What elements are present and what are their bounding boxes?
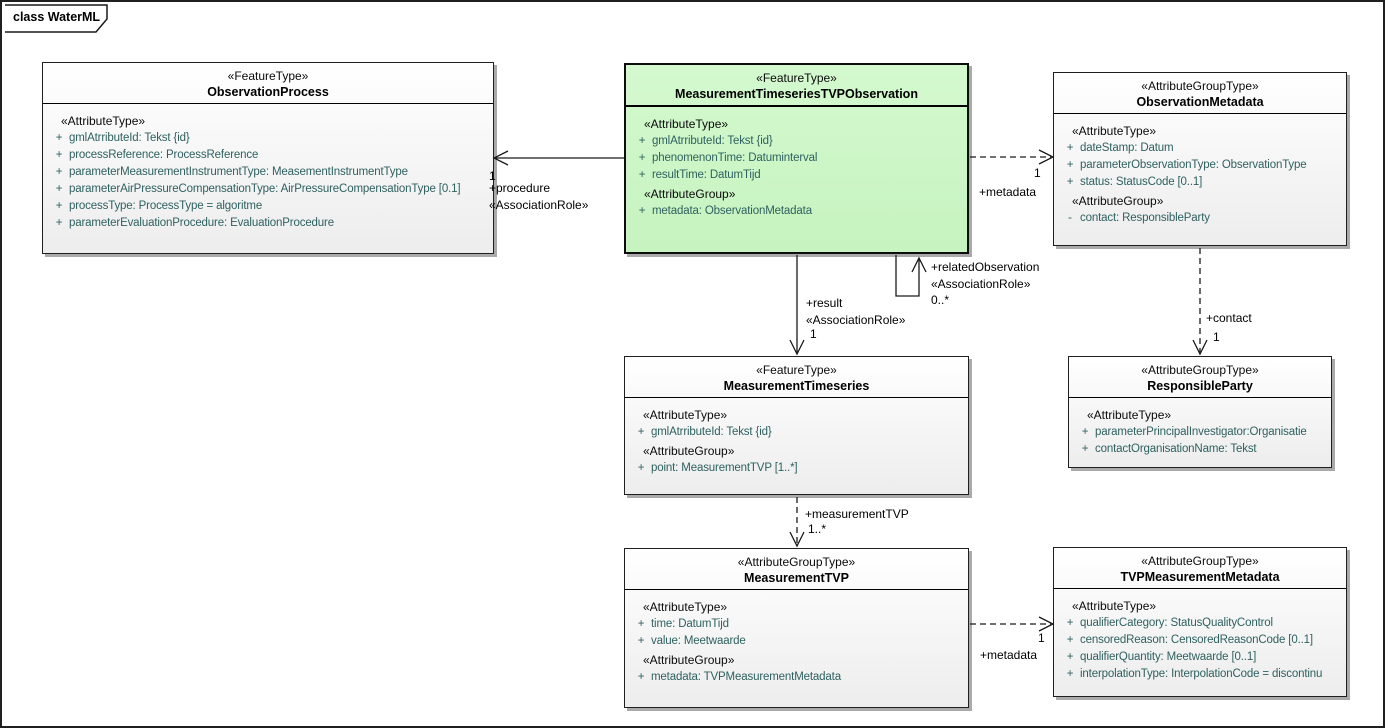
attribute-row: +status: StatusCode [0..1] [1066, 176, 1203, 188]
class-stereotype: «FeatureType» [756, 363, 837, 377]
edge-contact-multiplicity: 1 [1213, 330, 1220, 344]
edge-contact-role: +contact [1206, 311, 1252, 325]
class-name: ObservationMetadata [1136, 95, 1264, 109]
class-header: «FeatureType» ObservationProcess [43, 63, 493, 104]
edge-related-observation-role: +relatedObservation [931, 260, 1040, 274]
class-header: «FeatureType» MeasurementTimeseries [625, 357, 968, 398]
edge-result-role: +result [806, 296, 843, 310]
class-body: «AttributeType» +dateStamp: Datum +param… [1054, 114, 1346, 227]
attribute-row: +gmlAtrributeId: Tekst {id} [638, 135, 773, 147]
attribute-row: +censoredReason: CensoredReasonCode [0..… [1066, 634, 1313, 646]
edge-result-stereotype: «AssociationRole» [806, 313, 906, 327]
edge-procedure-role: +procedure [489, 181, 551, 195]
class-name: MeasurementTVP [744, 571, 849, 585]
edge-procedure-stereotype: «AssociationRole» [489, 198, 589, 212]
section-heading: «AttributeType» [1072, 124, 1157, 138]
section-heading: «AttributeGroup» [643, 653, 735, 667]
attribute-row: +processReference: ProcessReference [55, 149, 259, 161]
class-measurement-tvp[interactable]: «AttributeGroupType» MeasurementTVP «Att… [624, 548, 969, 708]
class-stereotype: «AttributeGroupType» [1141, 363, 1259, 377]
edge-related-observation-multiplicity: 0..* [931, 293, 950, 307]
class-body: «AttributeType» +gmlAtrributeId: Tekst {… [625, 398, 968, 477]
section-heading: «AttributeType» [1087, 408, 1172, 422]
section-heading: «AttributeType» [643, 600, 728, 614]
class-body: «AttributeType» +gmlAtrributeId: Tekst {… [43, 104, 493, 232]
class-stereotype: «AttributeGroupType» [1141, 554, 1259, 568]
attribute-row: +gmlAtrributeId: Tekst {id} [55, 132, 190, 144]
class-header: «AttributeGroupType» MeasurementTVP [625, 549, 968, 590]
edge-contact[interactable] [1192, 248, 1208, 356]
edge-metadata[interactable] [970, 149, 1055, 165]
edge-procedure[interactable] [492, 150, 624, 166]
attribute-row: +parameterPrincipalInvestigator:Organisa… [1081, 426, 1307, 438]
class-stereotype: «AttributeGroupType» [1141, 79, 1259, 93]
edge-metadata-bottom-role: +metadata [980, 648, 1038, 662]
attribute-row: +dateStamp: Datum [1066, 142, 1174, 154]
class-header: «AttributeGroupType» TVPMeasurementMetad… [1054, 548, 1346, 589]
edge-measurement-tvp-role: +measurementTVP [805, 507, 909, 521]
class-name: MeasurementTimeseries [723, 379, 870, 393]
edge-metadata-role: +metadata [979, 185, 1037, 199]
class-header: «FeatureType» MeasurementTimeseriesTVPOb… [626, 65, 967, 107]
class-name: MeasurementTimeseriesTVPObservation [675, 87, 918, 101]
attribute-row: +interpolationType: InterpolationCode = … [1066, 668, 1323, 680]
class-name: TVPMeasurementMetadata [1120, 570, 1280, 584]
edge-metadata-bottom[interactable] [970, 616, 1055, 632]
section-heading: «AttributeGroup» [644, 187, 736, 201]
attribute-row: +processType: ProcessType = algoritme [55, 200, 263, 212]
edge-metadata-bottom-multiplicity: 1 [1038, 631, 1045, 645]
section-heading: «AttributeType» [644, 117, 729, 131]
attribute-row: +resultTime: DatumTijd [638, 169, 761, 181]
class-header: «AttributeGroupType» ObservationMetadata [1054, 73, 1346, 114]
attribute-row: +time: DatumTijd [637, 618, 729, 630]
edge-result[interactable] [789, 255, 805, 356]
edge-measurement-tvp[interactable] [789, 497, 805, 548]
attribute-row: -contact: ResponsibleParty [1068, 212, 1210, 224]
class-measurement-timeseries-tvp-observation[interactable]: «FeatureType» MeasurementTimeseriesTVPOb… [624, 63, 969, 254]
class-stereotype: «FeatureType» [756, 71, 837, 85]
class-tvp-measurement-metadata[interactable]: «AttributeGroupType» TVPMeasurementMetad… [1053, 547, 1347, 697]
attribute-row: +parameterObservationType: ObservationTy… [1066, 159, 1307, 171]
class-header: «AttributeGroupType» ResponsibleParty [1069, 357, 1331, 398]
attribute-row: +qualifierCategory: StatusQualityControl [1066, 617, 1273, 629]
section-heading: «AttributeType» [643, 408, 728, 422]
section-heading: «AttributeType» [1072, 599, 1157, 613]
edge-related-observation[interactable] [895, 255, 927, 297]
class-observation-process[interactable]: «FeatureType» ObservationProcess «Attrib… [42, 62, 494, 254]
attribute-row: +phenomenonTime: Datuminterval [638, 152, 818, 164]
class-responsible-party[interactable]: «AttributeGroupType» ResponsibleParty «A… [1068, 356, 1332, 468]
class-body: «AttributeType» +gmlAtrributeId: Tekst {… [626, 107, 967, 220]
class-body: «AttributeType» +parameterPrincipalInves… [1069, 398, 1331, 458]
attribute-row: +qualifierQuantity: Meetwaarde [0..1] [1066, 651, 1257, 663]
attribute-row: +parameterAirPressureCompensationType: A… [55, 183, 461, 195]
diagram-frame-label: class WaterML [13, 10, 101, 24]
attribute-row: +value: Meetwaarde [637, 635, 746, 647]
edge-metadata-multiplicity: 1 [1034, 166, 1041, 180]
class-name: ObservationProcess [207, 85, 329, 99]
attribute-row: +parameterMeasurementInstrumentType: Mea… [55, 166, 408, 178]
edge-related-observation-stereotype: «AssociationRole» [931, 277, 1031, 291]
class-name: ResponsibleParty [1147, 379, 1253, 393]
attribute-row: +contactOrganisationName: Tekst [1081, 443, 1257, 455]
class-body: «AttributeType» +qualifierCategory: Stat… [1054, 589, 1346, 683]
class-body: «AttributeType» +time: DatumTijd +value:… [625, 590, 968, 686]
class-measurement-timeseries[interactable]: «FeatureType» MeasurementTimeseries «Att… [624, 356, 969, 495]
section-heading: «AttributeType» [61, 114, 146, 128]
edge-measurement-tvp-multiplicity: 1..* [808, 522, 827, 536]
edge-procedure-multiplicity: 1 [489, 169, 496, 183]
edge-result-multiplicity: 1 [810, 327, 817, 341]
attribute-row: +point: MeasurementTVP [1..*] [637, 462, 798, 474]
class-stereotype: «AttributeGroupType» [737, 555, 856, 569]
section-heading: «AttributeGroup» [643, 444, 735, 458]
class-observation-metadata[interactable]: «AttributeGroupType» ObservationMetadata… [1053, 72, 1347, 246]
attribute-row: +metadata: ObservationMetadata [638, 205, 812, 217]
attribute-row: +metadata: TVPMeasurementMetadata [637, 671, 841, 683]
attribute-row: +parameterEvaluationProcedure: Evaluatio… [55, 217, 334, 229]
attribute-row: +gmlAtrributeId: Tekst {id} [637, 426, 772, 438]
class-stereotype: «FeatureType» [227, 69, 309, 83]
section-heading: «AttributeGroup» [1072, 194, 1164, 208]
